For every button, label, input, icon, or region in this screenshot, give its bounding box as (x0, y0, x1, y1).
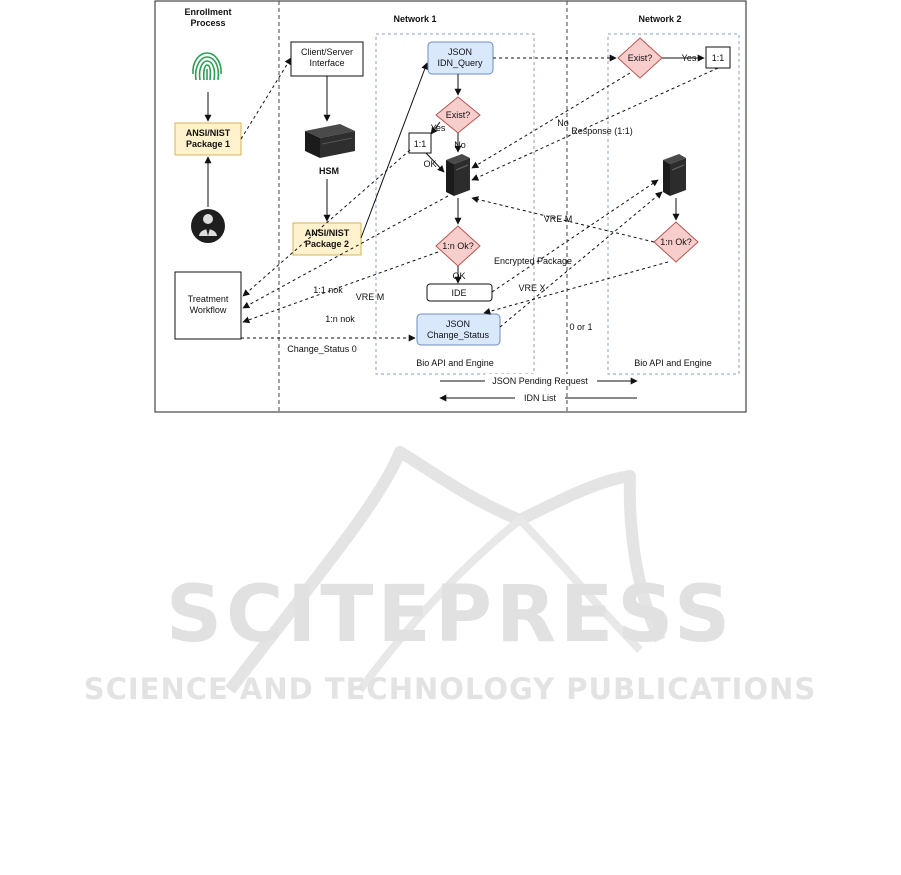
one-one-nok-label: 1:1 nok (313, 285, 343, 295)
vre-m-n1-label: VRE M (356, 292, 385, 302)
json-change-label-line-1: JSON (446, 319, 470, 329)
json-query-label-line-2: IDN_Query (437, 58, 483, 68)
change-status-0-label: Change_Status 0 (287, 344, 357, 354)
response-label: Response (1:1) (571, 126, 633, 136)
ok-11-label: OK (423, 159, 436, 169)
bio-n2-label: Bio API and Engine (634, 358, 712, 368)
package1-node[interactable] (174, 122, 242, 156)
enrollment-title-text-line-1: Enrollment (184, 7, 231, 17)
zero-or-one-label: 0 or 1 (569, 322, 592, 332)
network1-title: Network 1 (393, 14, 436, 24)
yes-n1-label: Yes (431, 123, 446, 133)
edge-vre-x-to-json-change (483, 261, 669, 315)
edge-vre-m-n1 (242, 195, 449, 309)
network2-title: Network 2 (638, 14, 681, 24)
package2-node[interactable] (292, 222, 362, 256)
edge-one-one-nok (242, 149, 411, 297)
one-n-ok-n2-decision[interactable] (653, 221, 699, 263)
yes-n2-label: Yes (682, 53, 697, 63)
enrollment-title-text-line-2: Process (190, 18, 225, 28)
package1-label-line-1: ANSI/NIST (186, 128, 231, 138)
server-n1-icon (446, 154, 470, 196)
edge-one-one-to-server (425, 152, 445, 173)
exist-n2-decision[interactable] (617, 37, 663, 79)
idn-list-label: IDN List (524, 393, 557, 403)
edge-json-change-to-server-n2 (499, 191, 663, 328)
edge-one-n-nok (242, 251, 439, 324)
anonymous-user-icon (191, 209, 225, 243)
client-server-node[interactable] (290, 41, 364, 77)
server-n2-icon (663, 154, 686, 196)
edge-exist-n2-no-to-server (471, 72, 631, 169)
hsm-label: HSM (319, 166, 339, 176)
no-n1-label: No (454, 140, 466, 150)
exist-n2-label: Exist? (628, 53, 653, 63)
treatment-workflow-label-line-1: Treatment (188, 294, 229, 304)
edge-encrypted-to-server-n2 (491, 179, 659, 293)
figure-frame (154, 0, 747, 413)
package2-label-line-1: ANSI/NIST (305, 228, 350, 238)
client-server-label-line-2: Interface (309, 58, 344, 68)
ide-node[interactable] (426, 283, 493, 302)
watermark: SCITEPRESS SCIENCE AND TECHNOLOGY PUBLIC… (84, 446, 817, 706)
treatment-workflow-node[interactable] (174, 271, 242, 340)
fingerprint-icon (192, 52, 222, 81)
hsm-icon (305, 124, 355, 158)
one-n-ok-n2-label: 1:n Ok? (660, 237, 692, 247)
edge-package2-to-json-query (360, 62, 429, 239)
package2-label-line-2: Package 2 (305, 239, 349, 249)
one-n-nok-label: 1:n nok (325, 314, 355, 324)
pending-label-bg (485, 374, 597, 386)
ok-1n-label: OK (452, 271, 465, 281)
vre-m-n2-label: VRE M (544, 214, 573, 224)
one-one-n1-label: 1:1 (414, 139, 427, 149)
vre-x-label: VRE X (518, 283, 545, 293)
bio-n1-label: Bio API and Engine (416, 358, 494, 368)
network2-container (607, 33, 740, 375)
ide-label: IDE (451, 288, 466, 298)
one-one-n1-node[interactable] (408, 132, 432, 154)
edge-vre-m-n2-to-server (471, 196, 655, 243)
watermark-tagline: SCIENCE AND TECHNOLOGY PUBLICATIONS (84, 672, 817, 706)
network1-container (375, 33, 535, 375)
one-one-n2-label: 1:1 (712, 53, 725, 63)
treatment-workflow-label-line-2: Workflow (190, 305, 227, 315)
watermark-brand: SCITEPRESS (166, 570, 734, 660)
client-server-label-line-1: Client/Server (301, 47, 353, 57)
json-change-node[interactable] (416, 313, 501, 346)
idn-list-label-bg (515, 391, 565, 403)
edge-package1-to-client (240, 57, 292, 140)
no-n2-label: No (557, 118, 569, 128)
watermark-shape-inner (356, 514, 643, 693)
exist-n1-label: Exist? (446, 110, 471, 120)
package1-label-line-2: Package 1 (186, 139, 230, 149)
one-n-ok-n1-label: 1:n Ok? (442, 241, 474, 251)
encrypted-label: Encrypted Package (494, 256, 572, 266)
watermark-shape (225, 446, 666, 694)
json-query-label-line-1: JSON (448, 47, 472, 57)
edge-exist-to-one-one (430, 121, 441, 135)
json-change-label-line-2: Change_Status (427, 330, 490, 340)
pending-label: JSON Pending Request (492, 376, 588, 386)
